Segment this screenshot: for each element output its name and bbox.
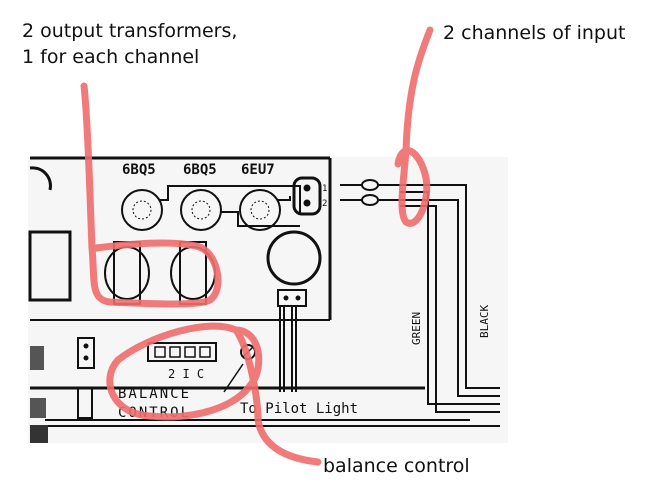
balance-label-line1: BALANCE [118,386,191,402]
input-number-1: 1 [322,184,327,194]
highlight-markings [80,26,434,466]
round-capacitor [266,230,322,286]
tube-wiring [160,185,301,227]
left-jack [77,387,93,419]
left-fuse-holder [77,337,95,369]
tube-label-2: 6BQ5 [183,162,217,178]
wire-label-green: GREEN [410,312,423,345]
annotation-output-transformers: 2 output transformers, 1 for each channe… [22,18,237,70]
highlight-transformers-loop [80,82,222,308]
annotation-balance-control: balance control [323,455,470,477]
input-number-2: 2 [322,199,327,209]
tube-label-1: 6BQ5 [122,162,156,178]
strip-label: 2 I C [168,367,204,381]
left-component-arc [29,166,52,191]
input-leads [340,179,500,413]
tube-label-3: 6EU7 [241,162,275,178]
left-switch [30,346,44,370]
tube-6bq5-right [180,189,222,231]
terminal-strip [147,342,217,362]
annotation-output-transformers-line2: 1 for each channel [22,46,200,68]
left-box-component [28,230,72,302]
annotation-output-transformers-line1: 2 output transformers, [22,20,238,42]
input-jack [292,176,322,216]
pilot-light-wires [279,306,297,392]
wire-label-black: BLACK [478,305,491,338]
annotation-inputs: 2 channels of input [443,22,626,44]
highlight-balance-loop [106,322,322,466]
highlight-input-loop [394,26,434,227]
balance-leader-line [223,363,244,393]
tube-6eu7 [239,189,281,231]
tube-6bq5-left [121,189,163,231]
pilot-light-label: To Pilot Light [240,401,358,417]
